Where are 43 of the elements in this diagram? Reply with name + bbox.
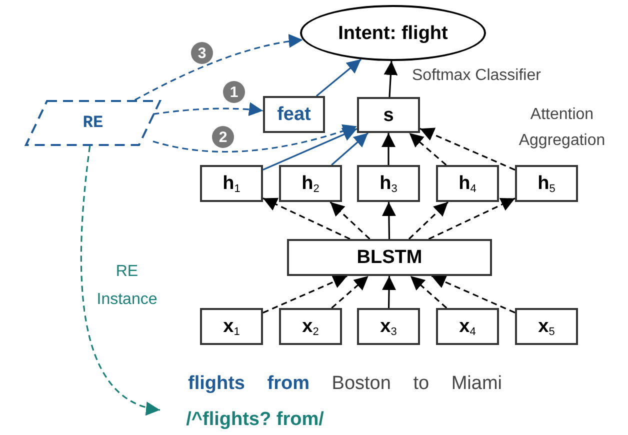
hidden-state-box: h$_{2}$ (279, 165, 342, 202)
dashed-arrow (262, 198, 350, 240)
blstm-box: BLSTM (287, 239, 492, 276)
sentence-vector-box: s (357, 97, 420, 133)
regex-parallelogram: RE (25, 100, 161, 146)
arrow (382, 276, 396, 308)
dashed-arrow (408, 201, 449, 240)
arrow (316, 58, 362, 97)
dashed-arrow (410, 275, 448, 309)
dashed-arrow (262, 275, 348, 314)
step-number-badge: 3 (191, 42, 213, 64)
step-number-badge: 1 (223, 81, 245, 103)
arrow (331, 132, 369, 166)
input-token-box: x$_{5}$ (515, 308, 578, 345)
hidden-state-box: h$_{4}$ (436, 165, 499, 202)
step-number-badge: 2 (212, 126, 234, 148)
attention-label: Attention Aggregation (518, 105, 606, 151)
hidden-state-box: h$_{5}$ (515, 165, 578, 202)
input-token-box: x$_{3}$ (357, 308, 420, 345)
hidden-state-box: h$_{3}$ (357, 165, 420, 202)
dashed-arrow (152, 124, 358, 152)
dashed-arrow (428, 198, 516, 240)
arrow (382, 202, 396, 240)
classifier-label: Softmax Classifier (412, 66, 541, 86)
dashed-arrow (134, 34, 303, 101)
input-sentence: flights from Boston to Miami (188, 372, 502, 396)
arrow (262, 128, 358, 170)
hidden-state-box: h$_{1}$ (200, 165, 263, 202)
dashed-arrow (408, 132, 447, 166)
arrow (384, 60, 398, 98)
dashed-arrow (152, 102, 264, 116)
dashed-arrow (80, 146, 160, 414)
feature-box: feat (263, 96, 325, 133)
dashed-arrow (420, 128, 516, 171)
dashed-arrow (431, 275, 516, 314)
regex-text: /^flights? from/ (160, 405, 350, 433)
input-token-box: x$_{1}$ (200, 308, 263, 345)
dashed-arrow (330, 201, 370, 240)
input-token-box: x$_{2}$ (279, 308, 342, 345)
arrow (382, 133, 396, 165)
input-token-box: x$_{4}$ (436, 308, 499, 345)
intent-ellipse: Intent: flight (300, 5, 486, 61)
dashed-arrow (331, 275, 369, 309)
